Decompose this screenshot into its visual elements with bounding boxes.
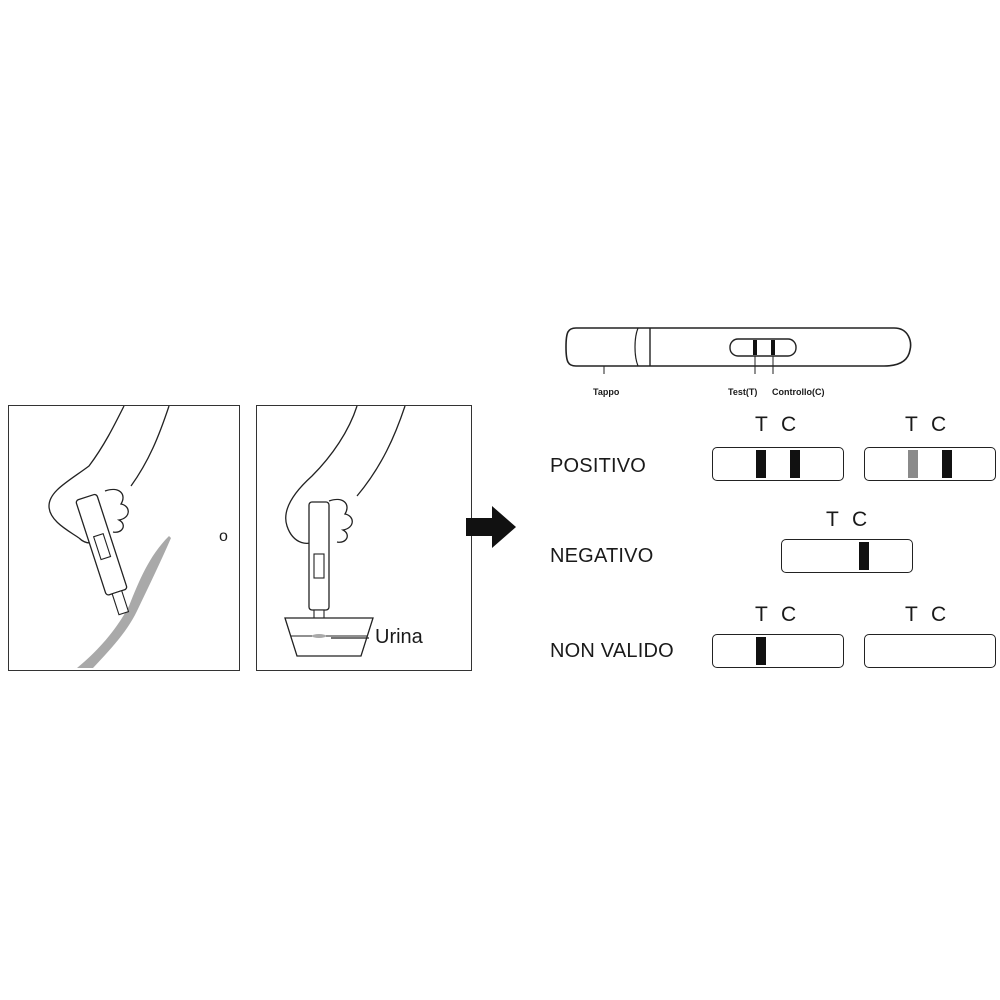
cap-label: Tappo <box>593 387 620 397</box>
control-band <box>790 450 800 478</box>
invalid-strip-test-only <box>712 634 844 668</box>
control-window-label: Controllo(C) <box>772 387 825 397</box>
arrow-right-icon <box>466 506 516 548</box>
hand-holding-test-in-stream-illustration <box>48 406 171 668</box>
or-connector: o <box>219 528 228 545</box>
urine-stream <box>77 536 171 668</box>
control-band <box>859 542 869 570</box>
negative-strip <box>781 539 913 573</box>
cup-dip-panel: Urina <box>256 405 472 671</box>
urine-label: Urina <box>375 626 423 648</box>
c-letter: C <box>852 508 868 531</box>
negative-label: NEGATIVO <box>550 545 654 567</box>
invalid-label: NON VALIDO <box>550 640 674 662</box>
hand-dipping-test-in-cup-illustration <box>284 406 406 657</box>
positive-strip-faint <box>864 447 996 481</box>
faint-test-band <box>908 450 918 478</box>
positive-label: POSITIVO <box>550 455 647 477</box>
c-letter: C <box>931 603 947 626</box>
t-letter: T <box>905 603 918 626</box>
c-letter: C <box>931 413 947 436</box>
invalid-strip-no-bands <box>864 634 996 668</box>
positive-strip-strong <box>712 447 844 481</box>
test-band <box>756 637 766 665</box>
test-device-diagram <box>565 327 912 374</box>
t-letter: T <box>755 413 768 436</box>
t-letter: T <box>905 413 918 436</box>
t-letter: T <box>755 603 768 626</box>
midstream-panel <box>8 405 240 671</box>
test-band <box>756 450 766 478</box>
control-band <box>942 450 952 478</box>
t-letter: T <box>826 508 839 531</box>
c-letter: C <box>781 413 797 436</box>
test-window-label: Test(T) <box>728 387 758 397</box>
c-letter: C <box>781 603 797 626</box>
